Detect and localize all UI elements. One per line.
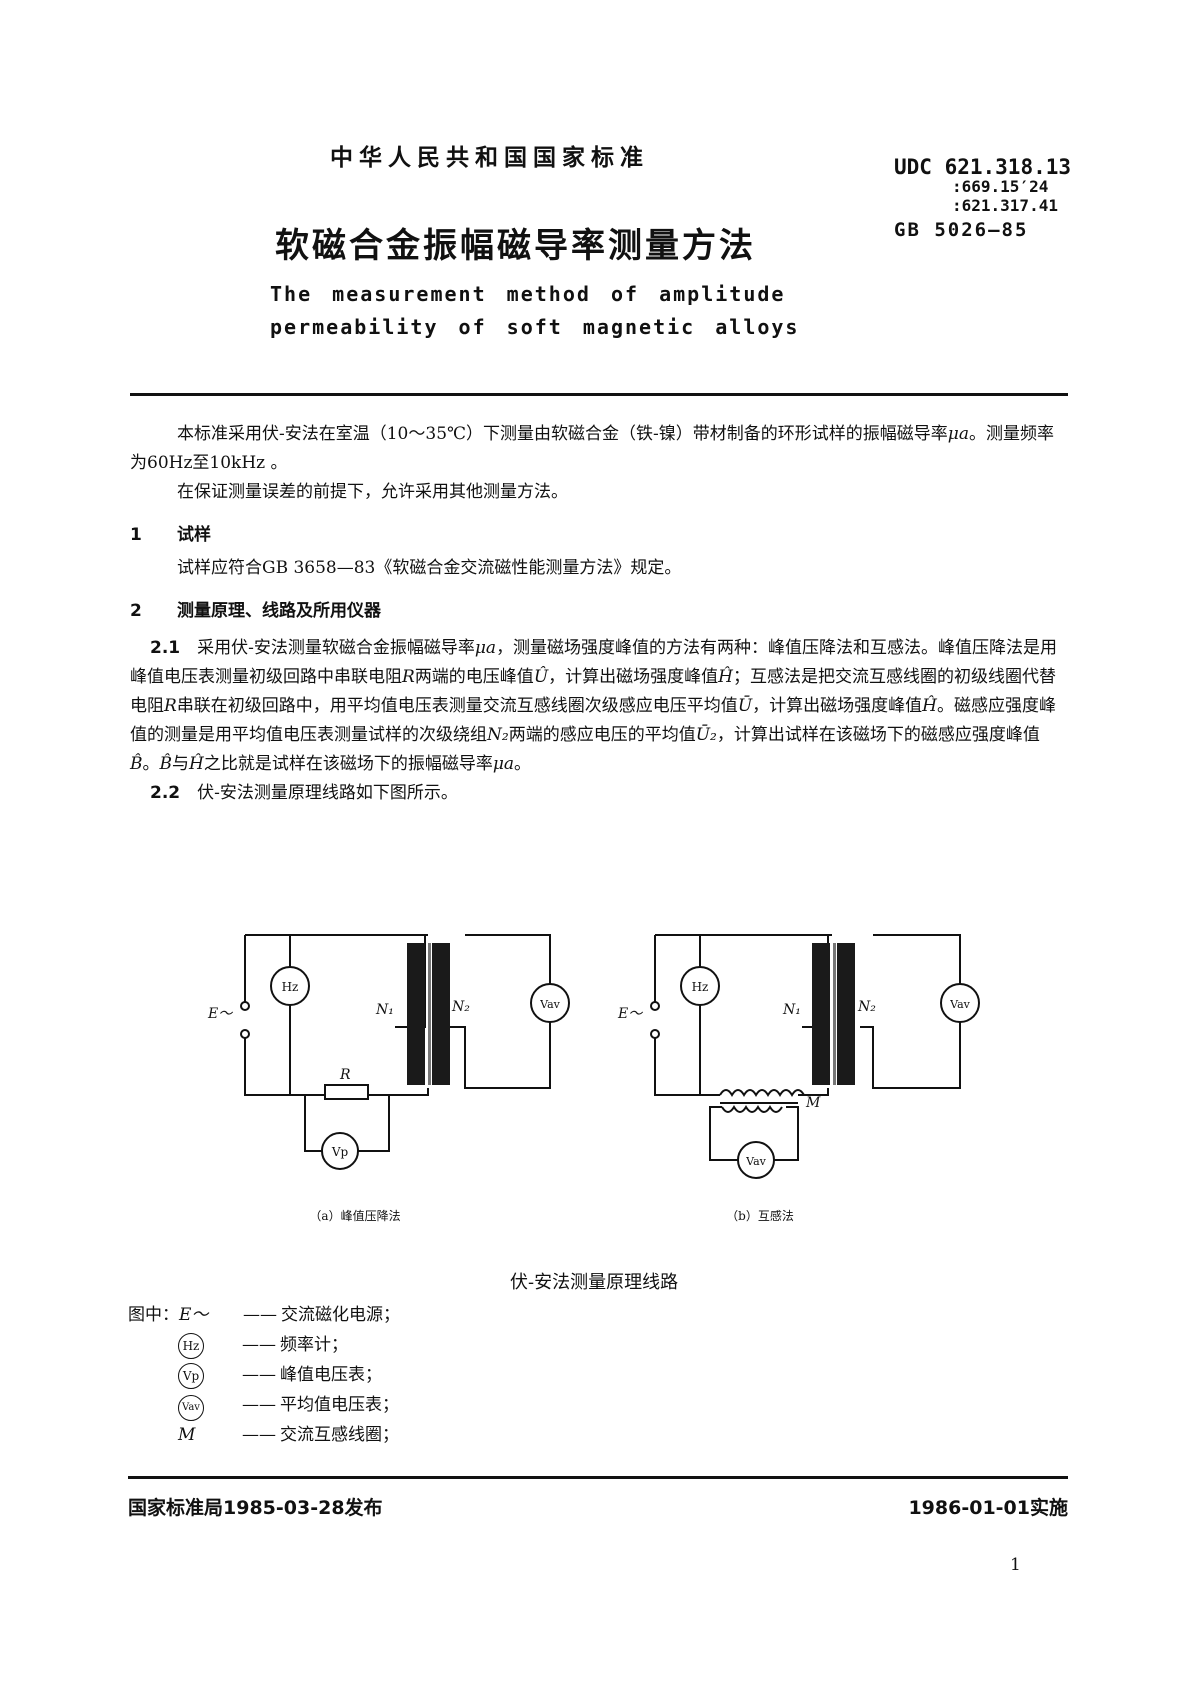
national-standard-header: 中华人民共和国国家标准 <box>330 145 649 171</box>
legend-row-hz: Hz——频率计； <box>128 1330 400 1360</box>
title-english-line-2: permeability of soft magnetic alloys <box>270 315 800 339</box>
core-left-a <box>407 943 425 1085</box>
legend-row-vav: Vav——平均值电压表； <box>128 1390 400 1421</box>
label-m-b: M <box>805 1095 821 1111</box>
legend-row-vp: Vp——峰值电压表； <box>128 1360 400 1390</box>
caption-a: （a）峰值压降法 <box>309 1208 400 1223</box>
label-e-a: E～ <box>207 1006 233 1022</box>
title-english-line-1: The measurement method of amplitude <box>270 282 786 306</box>
caption-b: （b）互感法 <box>726 1208 794 1223</box>
issued-date: 国家标准局1985-03-28发布 <box>128 1497 383 1519</box>
label-n2-a: N₂ <box>451 999 470 1015</box>
legend-label: 图中： <box>128 1305 179 1325</box>
intro-paragraph-1: 本标准采用伏-安法在室温（10～35℃）下测量由软磁合金（铁-镍）带材制备的环形… <box>130 424 1054 473</box>
footer-rule <box>128 1476 1068 1479</box>
udc-code-3: :621.317.41 <box>952 196 1058 215</box>
intro-paragraph-2: 在保证测量误差的前提下，允许采用其他测量方法。 <box>177 482 568 502</box>
vav-meter-a: Vav <box>539 998 560 1011</box>
vp-symbol: Vp <box>178 1363 204 1389</box>
circuit-a: E～ N₁ N₂ R Hz Vp Vav （a）峰值压降法 <box>207 934 570 1223</box>
label-n1-b: N₁ <box>782 1002 801 1018</box>
header-rule <box>130 393 1068 396</box>
effective-date: 1986-01-01实施 <box>908 1497 1068 1519</box>
figure-legend: 图中：E～——交流磁化电源； Hz——频率计； Vp——峰值电压表； Vav——… <box>128 1300 400 1450</box>
hz-meter-a: Hz <box>282 980 299 994</box>
udc-code-1: 621.318.13 <box>944 155 1072 179</box>
label-n2-b: N₂ <box>857 999 876 1015</box>
legend-row-e: 图中：E～——交流磁化电源； <box>128 1300 400 1330</box>
vav-meter-b2: Vav <box>745 1155 766 1168</box>
title-english: The measurement method of amplitude perme… <box>270 278 799 344</box>
core-right-a <box>432 943 450 1085</box>
section-1-text: 试样应符合GB 3658—83《软磁合金交流磁性能测量方法》规定。 <box>177 558 682 578</box>
circuit-b: E～ N₁ N₂ M Hz Vav Vav （b）互感法 <box>617 934 980 1223</box>
vav-symbol: Vav <box>178 1394 204 1421</box>
udc-code-2: :669.15′24 <box>952 177 1049 196</box>
hz-meter-b: Hz <box>692 980 709 994</box>
hz-symbol: Hz <box>178 1333 204 1359</box>
section-2-1-paragraph: 2.1 采用伏-安法测量软磁合金振幅磁导率μa，测量磁场强度峰值的方法有两种：峰… <box>130 638 1058 774</box>
body-text: 本标准采用伏-安法在室温（10～35℃）下测量由软磁合金（铁-镍）带材制备的环形… <box>130 420 1066 808</box>
vp-meter-a: Vp <box>331 1145 349 1159</box>
udc-label: UDC <box>894 155 932 179</box>
vav-meter-b: Vav <box>949 998 970 1011</box>
label-e-b: E～ <box>617 1006 643 1022</box>
figure-title: 伏-安法测量原理线路 <box>510 1272 679 1293</box>
core-right-b <box>837 943 855 1085</box>
gb-number: GB 5026—85 <box>894 219 1029 241</box>
page-number: 1 <box>1010 1555 1021 1575</box>
title-chinese: 软磁合金振幅磁导率测量方法 <box>275 226 756 266</box>
legend-row-m: M——交流互感线圈； <box>178 1425 399 1445</box>
section-2-2-paragraph: 2.2 伏-安法测量原理线路如下图所示。 <box>150 783 458 803</box>
udc-block: UDC 621.318.13 :669.15′24 :621.317.41 GB… <box>894 155 1164 241</box>
label-r-a: R <box>339 1067 351 1083</box>
label-n1-a: N₁ <box>375 1002 394 1018</box>
circuit-diagrams: E～ N₁ N₂ R Hz Vp Vav （a）峰值压降法 E～ N₁ <box>207 934 980 1223</box>
core-left-b <box>812 943 830 1085</box>
